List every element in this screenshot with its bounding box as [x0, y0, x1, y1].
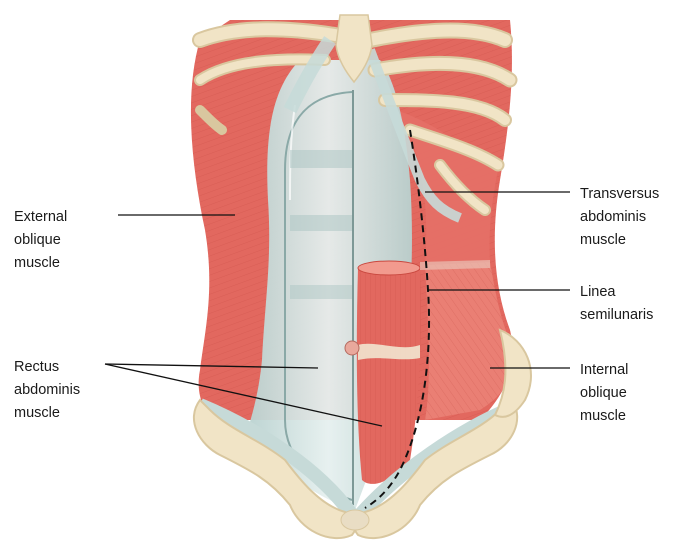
pelvis — [193, 328, 532, 540]
leader-rectus-sheath — [104, 363, 319, 369]
sternum-xiphoid — [335, 14, 373, 84]
iliac-crest-right — [493, 328, 532, 418]
costal-cartilage-left — [283, 36, 336, 114]
label-line: muscle — [14, 405, 60, 421]
label-line: semilunaris — [580, 307, 653, 323]
pubic-symphysis — [340, 509, 370, 531]
label-line: oblique — [14, 232, 61, 248]
label-line: abdominis — [14, 382, 80, 398]
label-line: abdominis — [580, 209, 646, 225]
inguinal-ligament-left — [197, 398, 358, 520]
label-external-oblique: External oblique muscle — [14, 209, 67, 271]
rectus-fibers — [356, 263, 421, 484]
tendinous-intersection — [290, 215, 352, 231]
tendinous-band — [358, 343, 420, 360]
internal-oblique-fibers — [425, 262, 515, 420]
label-rectus-abdominis: Rectus abdominis muscle — [14, 359, 80, 421]
label-line: Transversus — [580, 186, 659, 202]
label-line: muscle — [580, 408, 626, 424]
ribs-right — [362, 22, 518, 216]
label-line: oblique — [580, 385, 627, 401]
umbilicus — [344, 340, 360, 356]
tendinous-intersection — [290, 285, 352, 299]
label-internal-oblique: Internal oblique muscle — [580, 362, 628, 424]
label-line: muscle — [580, 232, 626, 248]
label-linea-semilunaris: Linea semilunaris — [580, 284, 653, 323]
rectus-cut-end — [357, 260, 421, 276]
label-line: External — [14, 209, 67, 225]
label-line: muscle — [14, 255, 60, 271]
label-line: Internal — [580, 362, 628, 378]
transversus-abdominis-muscle — [395, 110, 498, 265]
leader-rectus-muscle — [104, 363, 383, 427]
muscle-boundary — [420, 260, 490, 270]
label-line: Linea — [580, 284, 616, 300]
leader-lines — [104, 191, 570, 427]
label-line: Rectus — [14, 359, 59, 375]
tendinous-intersection — [290, 150, 352, 168]
label-transversus-abdominis: Transversus abdominis muscle — [580, 186, 659, 248]
linea-semilunaris — [364, 129, 431, 509]
